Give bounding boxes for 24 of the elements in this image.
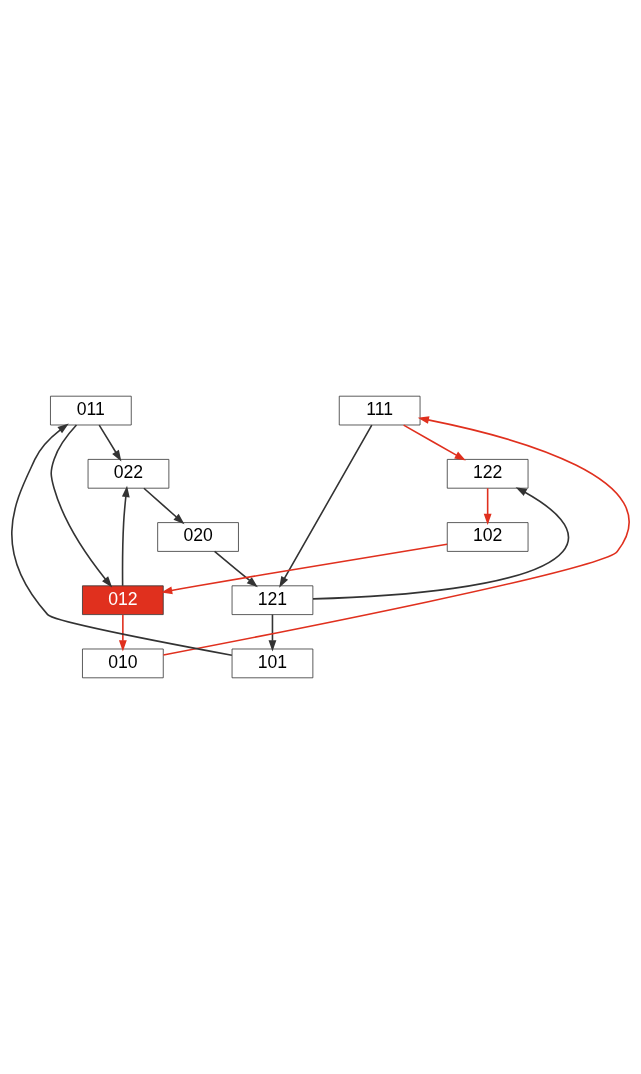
arrow <box>213 550 258 588</box>
node-box: 102 <box>446 522 529 552</box>
arrow <box>11 423 233 656</box>
node-box: 022 <box>87 459 170 489</box>
arrow <box>162 416 630 656</box>
node-box: 020 <box>157 522 239 552</box>
arrow <box>161 543 448 595</box>
node-box: 011 <box>50 395 132 426</box>
node-box: 111 <box>338 395 421 426</box>
arrow <box>98 424 122 462</box>
node-box: 010 <box>82 648 164 679</box>
arrow <box>143 487 185 525</box>
arrow <box>402 424 466 461</box>
arrow <box>50 424 113 588</box>
arrow <box>279 424 373 588</box>
arrow <box>268 613 277 652</box>
arrow <box>312 487 570 600</box>
node-box: 101 <box>231 648 314 679</box>
arrow <box>118 613 127 652</box>
node-box: 122 <box>446 459 529 489</box>
node-box: 012 <box>82 585 164 615</box>
arrow <box>121 485 130 587</box>
node-box: 121 <box>231 585 314 615</box>
arrow <box>483 487 492 525</box>
